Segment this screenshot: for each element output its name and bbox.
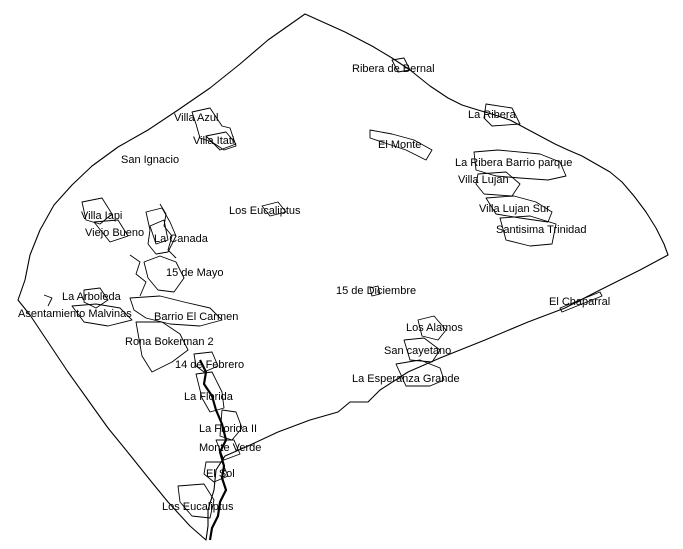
label-la-ribera: La Ribera <box>468 109 517 121</box>
label-villa-lujan-sur: Villa Lujan Sur <box>479 203 550 215</box>
label-la-esperanza-grande: La Esperanza Grande <box>352 373 460 385</box>
label-asentamiento-malvinas: Asentamiento Malvinas <box>18 308 132 320</box>
label-15-de-diciembre: 15 de Diciembre <box>336 285 416 297</box>
label-rona-bokerman-2: Rona Bokerman 2 <box>125 336 214 348</box>
15-de-diciembre-marker <box>369 285 381 297</box>
label-villa-itati: Villa Itati <box>193 135 234 147</box>
label-los-alamos: Los Alamos <box>406 322 463 334</box>
el-monte-outline <box>369 129 433 161</box>
los-alamos-outline <box>417 315 447 341</box>
road-segment <box>129 254 147 297</box>
label-san-ignacio: San Ignacio <box>121 154 179 166</box>
road-segment <box>159 203 177 259</box>
label-la-ribera-barrio-parque: La Ribera Barrio parque <box>455 157 572 169</box>
label-ribera-de-bernal: Ribera de Bernal <box>352 63 435 75</box>
label-san-cayetano: San cayetano <box>384 345 451 357</box>
label-barrio-el-carmen: Barrio El Carmen <box>154 311 238 323</box>
rona-bokerman-2-outline <box>135 321 189 373</box>
14-de-febrero-outline <box>193 351 219 373</box>
15-de-mayo-outline <box>143 255 185 293</box>
barrio-el-carmen-outline <box>129 295 223 327</box>
label-santisima-trinidad: Santisima Trinidad <box>496 224 587 236</box>
el-chaparral-outline <box>559 291 603 313</box>
label-monte-verde: Monte Verde <box>199 442 261 454</box>
road-segment <box>43 294 53 307</box>
asentamiento-malvinas-outline <box>71 303 133 327</box>
label-15-de-mayo: 15 de Mayo <box>166 267 223 279</box>
label-la-florida-ii: La Florida II <box>199 423 257 435</box>
label-la-arboleda: La Arboleda <box>62 291 122 303</box>
label-el-chaparral: El Chaparral <box>549 296 610 308</box>
la-arboleda-outline <box>83 287 109 309</box>
el-sol-outline <box>203 461 229 483</box>
la-canada-outline <box>145 207 177 255</box>
la-esperanza-grande-outline <box>395 359 445 387</box>
label-viejo-bueno: Viejo Bueno <box>85 227 144 239</box>
label-la-florida: La Florida <box>184 391 234 403</box>
label-villa-lujan: Villa Lujan <box>458 174 509 186</box>
label-el-sol: El Sol <box>206 468 235 480</box>
la-florida-outline <box>195 371 225 413</box>
la-canada-inner-outline <box>149 219 169 245</box>
villa-lujan-sur-outline <box>485 195 553 223</box>
label-los-eucaliptus-south: Los Eucaliptus <box>162 501 234 513</box>
label-14-de-febrero: 14 de Febrero <box>175 359 244 371</box>
label-villa-iapi: Villa Iapi <box>81 210 122 222</box>
river-line <box>199 359 228 541</box>
villa-iapi-outline <box>81 197 113 225</box>
la-florida-ii-outline <box>219 409 243 441</box>
viejo-bueno-outline <box>93 219 129 243</box>
villa-itati-outline <box>205 131 237 151</box>
district-boundary <box>17 13 669 541</box>
label-villa-azul: Villa Azul <box>174 112 218 124</box>
ribera-de-bernal-outline <box>391 57 411 73</box>
san-cayetano-outline <box>403 337 441 363</box>
villa-azul-outline <box>191 107 237 151</box>
los-eucaliptus-north-outline <box>261 201 287 217</box>
la-ribera-outline <box>483 103 521 127</box>
label-la-canada: La Canada <box>154 233 209 245</box>
monte-verde-outline <box>215 439 241 461</box>
santisima-trinidad-outline <box>499 215 557 247</box>
los-eucaliptus-south-outline <box>177 483 215 519</box>
label-los-eucaliptus-north: Los Eucaliptus <box>229 205 301 217</box>
label-el-monte: El Monte <box>378 139 421 151</box>
